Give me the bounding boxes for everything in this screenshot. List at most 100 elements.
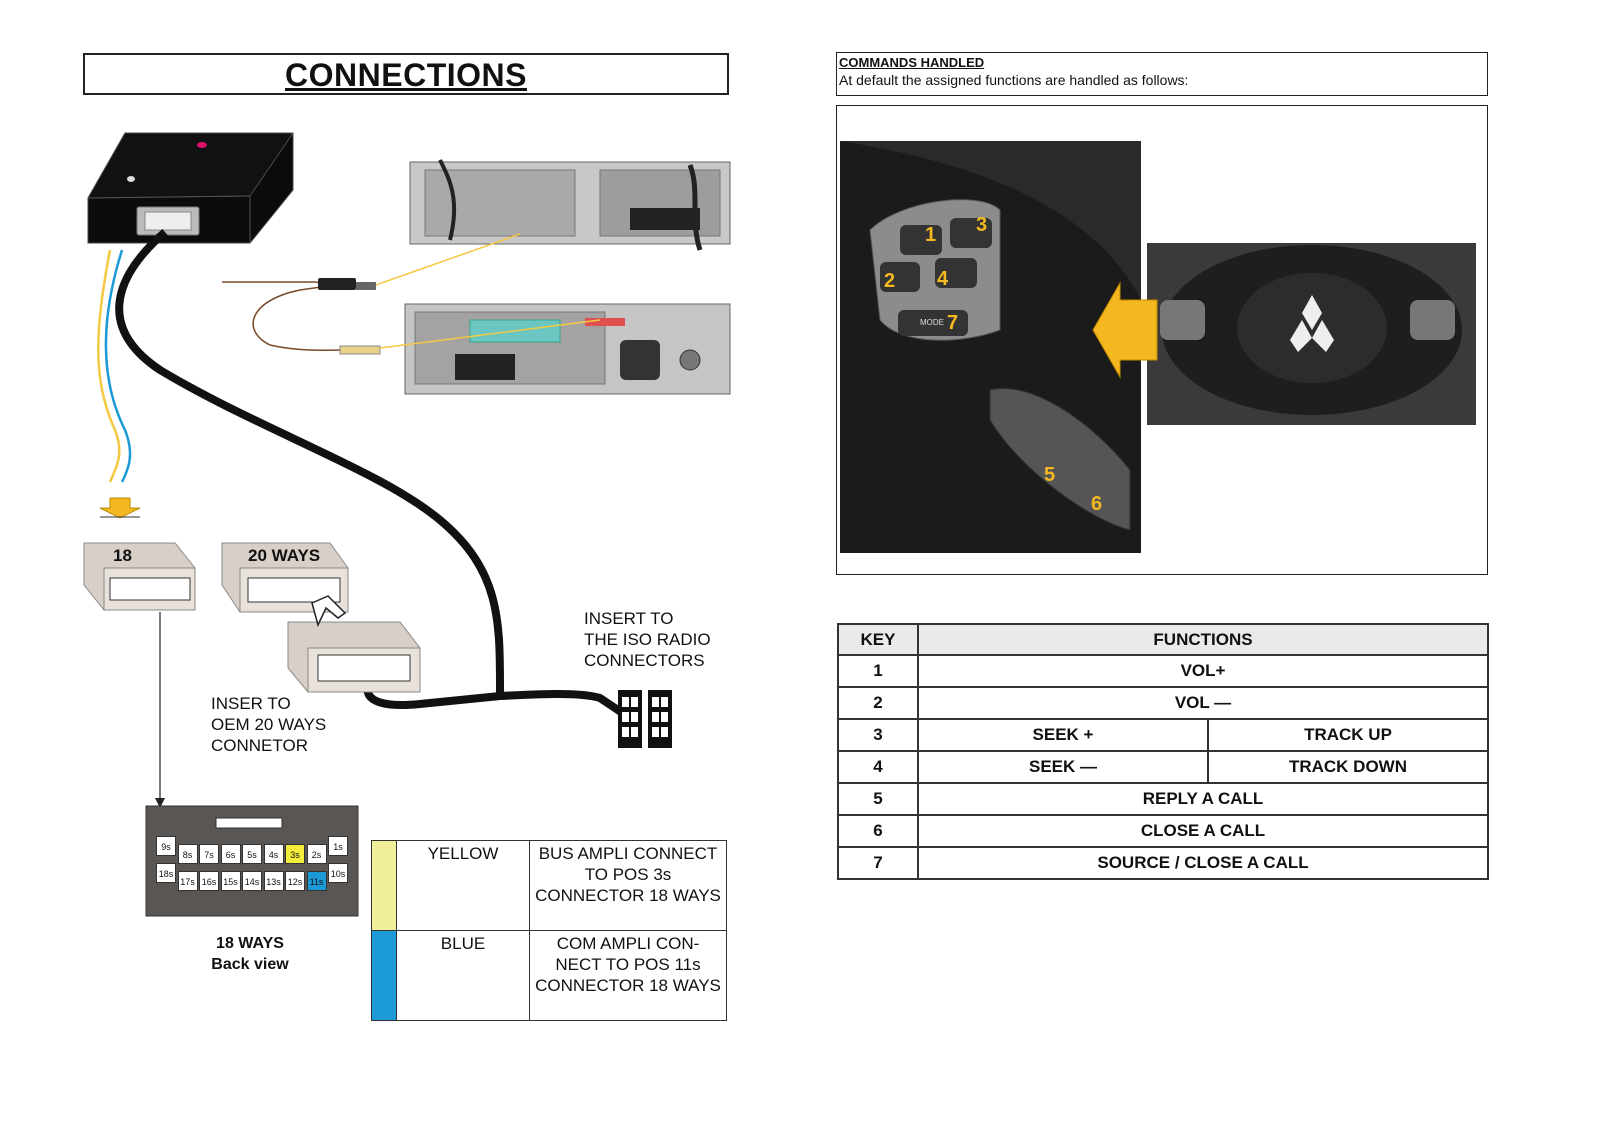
steering-wheel-closeup bbox=[840, 141, 1141, 553]
function-cell: CLOSE A CALL bbox=[917, 814, 1489, 848]
table-row: 6 CLOSE A CALL bbox=[837, 814, 1489, 848]
blue-swatch bbox=[371, 930, 397, 1021]
wheel-label-7: 7 bbox=[947, 312, 959, 334]
pin-13s: 13s bbox=[263, 871, 284, 891]
key-cell: 3 bbox=[837, 718, 919, 752]
table-row: 3 SEEK + TRACK UP bbox=[837, 718, 1489, 752]
pin-12s: 12s bbox=[285, 871, 305, 891]
down-arrow-icon bbox=[99, 497, 141, 519]
blue-wire bbox=[104, 249, 132, 483]
yellow-wire bbox=[97, 249, 121, 483]
table-row: 5 REPLY A CALL bbox=[837, 782, 1489, 816]
connector-oem bbox=[287, 621, 421, 693]
steering-wheel-overview bbox=[1147, 243, 1476, 425]
table-row: 2 VOL — bbox=[837, 686, 1489, 720]
pin-18s: 18s bbox=[156, 863, 176, 883]
yellow-swatch bbox=[371, 840, 397, 931]
adapter-plug bbox=[318, 278, 356, 290]
pin-2s: 2s bbox=[306, 844, 327, 864]
connector-20-label: 20 WAYS bbox=[248, 546, 321, 565]
connector-20 bbox=[221, 542, 349, 613]
pin-11s: 11s bbox=[306, 871, 327, 891]
wire-row-yellow: YELLOW BUS AMPLI CONNECT TO POS 3s CONNE… bbox=[371, 840, 727, 931]
pin-10s: 10s bbox=[328, 863, 348, 883]
function-cell: REPLY A CALL bbox=[917, 782, 1489, 816]
iso-insert-label: INSERT TO THE ISO RADIO CONNECTORS bbox=[584, 608, 711, 671]
function-cell: SOURCE / CLOSE A CALL bbox=[917, 846, 1489, 880]
key-cell: 6 bbox=[837, 814, 919, 848]
key-cell: 7 bbox=[837, 846, 919, 880]
function-cell: SEEK — bbox=[917, 750, 1209, 784]
yellow-lead-top bbox=[375, 233, 521, 286]
pin-14s: 14s bbox=[242, 871, 262, 891]
connector-18-label: 18 bbox=[113, 546, 132, 565]
pin-7s: 7s bbox=[199, 844, 219, 864]
pin-8s: 8s bbox=[177, 844, 198, 864]
iso-cable bbox=[363, 678, 633, 722]
wire-color-name: YELLOW bbox=[396, 840, 530, 931]
function-cell: SEEK + bbox=[917, 718, 1209, 752]
wheel-label-5: 5 bbox=[1044, 464, 1056, 486]
back-view-subtitle: Back view bbox=[211, 956, 289, 973]
interface-module bbox=[87, 132, 294, 244]
wheel-label-4: 4 bbox=[937, 268, 949, 290]
pin-15s: 15s bbox=[220, 871, 241, 891]
key-function-table: KEY FUNCTIONS 1 VOL+ 2 VOL — 3 SEEK + TR… bbox=[837, 623, 1489, 880]
key-cell: 1 bbox=[837, 654, 919, 688]
iso-insert-line-3: CONNECTORS bbox=[584, 651, 705, 670]
wheel-label-6: 6 bbox=[1091, 493, 1103, 515]
connections-title-box: CONNECTIONS bbox=[83, 53, 729, 95]
wheel-label-2: 2 bbox=[884, 270, 896, 292]
cursor-arrow-icon bbox=[311, 595, 347, 628]
functions-header: FUNCTIONS bbox=[917, 623, 1489, 656]
function-cell-alt: TRACK UP bbox=[1207, 718, 1489, 752]
pin-9s: 9s bbox=[156, 836, 176, 856]
radio-unit-bottom bbox=[404, 303, 731, 395]
table-row: 4 SEEK — TRACK DOWN bbox=[837, 750, 1489, 784]
table-header-row: KEY FUNCTIONS bbox=[837, 623, 1489, 656]
back-view-title: 18 WAYS bbox=[216, 935, 284, 952]
wire-row-blue: BLUE COM AMPLI CON- NECT TO POS 11s CONN… bbox=[371, 930, 727, 1021]
zoom-arrow-icon bbox=[1092, 281, 1158, 379]
oem-insert-line-2: OEM 20 WAYS bbox=[211, 715, 327, 734]
main-cable bbox=[115, 228, 504, 695]
page-title: CONNECTIONS bbox=[285, 57, 527, 93]
back-view-caption: 18 WAYS Back view bbox=[180, 933, 320, 975]
pin-6s: 6s bbox=[220, 844, 241, 864]
commands-heading: COMMANDS HANDLED bbox=[839, 55, 985, 70]
function-cell: VOL+ bbox=[917, 654, 1489, 688]
table-row: 1 VOL+ bbox=[837, 654, 1489, 688]
pin-1s: 1s bbox=[328, 836, 348, 856]
yellow-lead-bottom bbox=[379, 319, 601, 349]
led-red bbox=[197, 142, 207, 148]
connector-18 bbox=[83, 542, 196, 611]
led-white bbox=[127, 176, 135, 182]
commands-subtitle: At default the assigned functions are ha… bbox=[839, 72, 1189, 88]
wire-color-table: YELLOW BUS AMPLI CONNECT TO POS 3s CONNE… bbox=[371, 840, 727, 1021]
radio-unit-top bbox=[409, 159, 731, 251]
oem-insert-label: INSER TO OEM 20 WAYS CONNETOR bbox=[211, 693, 326, 756]
function-cell: VOL — bbox=[917, 686, 1489, 720]
pin-4s: 4s bbox=[263, 844, 284, 864]
wire-color-name: BLUE bbox=[396, 930, 530, 1021]
key-cell: 5 bbox=[837, 782, 919, 816]
key-cell: 2 bbox=[837, 686, 919, 720]
oem-insert-line-1: INSER TO bbox=[211, 694, 291, 713]
pin-17s: 17s bbox=[177, 871, 198, 891]
function-cell-alt: TRACK DOWN bbox=[1207, 750, 1489, 784]
iso-connector bbox=[618, 690, 672, 748]
wheel-label-1: 1 bbox=[925, 224, 937, 246]
key-header: KEY bbox=[837, 623, 919, 656]
iso-insert-line-2: THE ISO RADIO bbox=[584, 630, 711, 649]
wire-description: COM AMPLI CON- NECT TO POS 11s CONNECTOR… bbox=[529, 930, 727, 1021]
mode-button-text: MODE bbox=[920, 318, 944, 327]
iso-insert-line-1: INSERT TO bbox=[584, 609, 674, 628]
pin-16s: 16s bbox=[199, 871, 219, 891]
wire-description: BUS AMPLI CONNECT TO POS 3s CONNECTOR 18… bbox=[529, 840, 727, 931]
wheel-label-3: 3 bbox=[976, 214, 988, 236]
commands-header-box: COMMANDS HANDLED At default the assigned… bbox=[836, 52, 1488, 96]
key-cell: 4 bbox=[837, 750, 919, 784]
table-row: 7 SOURCE / CLOSE A CALL bbox=[837, 846, 1489, 880]
pin-5s: 5s bbox=[242, 844, 262, 864]
